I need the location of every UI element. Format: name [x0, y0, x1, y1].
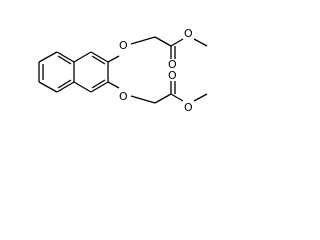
naphthalene-right-ring	[73, 51, 109, 93]
bond	[73, 51, 92, 63]
bond	[38, 81, 58, 93]
atom-label-o: O	[184, 27, 193, 40]
bond	[130, 36, 156, 45]
bond	[57, 55, 72, 65]
atom-label-o: O	[184, 101, 193, 114]
bond	[91, 79, 106, 89]
chemical-structure-diagram: O O O O O O	[38, 27, 208, 114]
atom-label-o: O	[119, 90, 128, 103]
bond	[56, 81, 75, 93]
atom-label-o: O	[119, 39, 128, 52]
atom-label-o: O	[168, 58, 177, 71]
atom-label-o: O	[168, 69, 177, 82]
top-ester-substituent: O O O	[107, 27, 208, 71]
bond	[38, 51, 58, 63]
naphthalene-left-ring	[38, 51, 75, 93]
bond	[170, 38, 184, 47]
bond	[193, 93, 208, 102]
bond	[170, 93, 184, 102]
bond	[107, 81, 120, 89]
bond	[56, 51, 75, 63]
bond	[90, 81, 109, 93]
bond	[73, 81, 92, 93]
bond	[154, 93, 172, 104]
bond	[154, 36, 172, 47]
bond	[107, 55, 120, 63]
bottom-ester-substituent: O O O	[107, 69, 208, 114]
structure-canvas: O O O O O O	[0, 0, 246, 138]
bond	[130, 95, 156, 104]
bond	[91, 55, 106, 65]
bond	[90, 51, 109, 63]
bond	[193, 38, 208, 47]
bond	[57, 79, 72, 89]
